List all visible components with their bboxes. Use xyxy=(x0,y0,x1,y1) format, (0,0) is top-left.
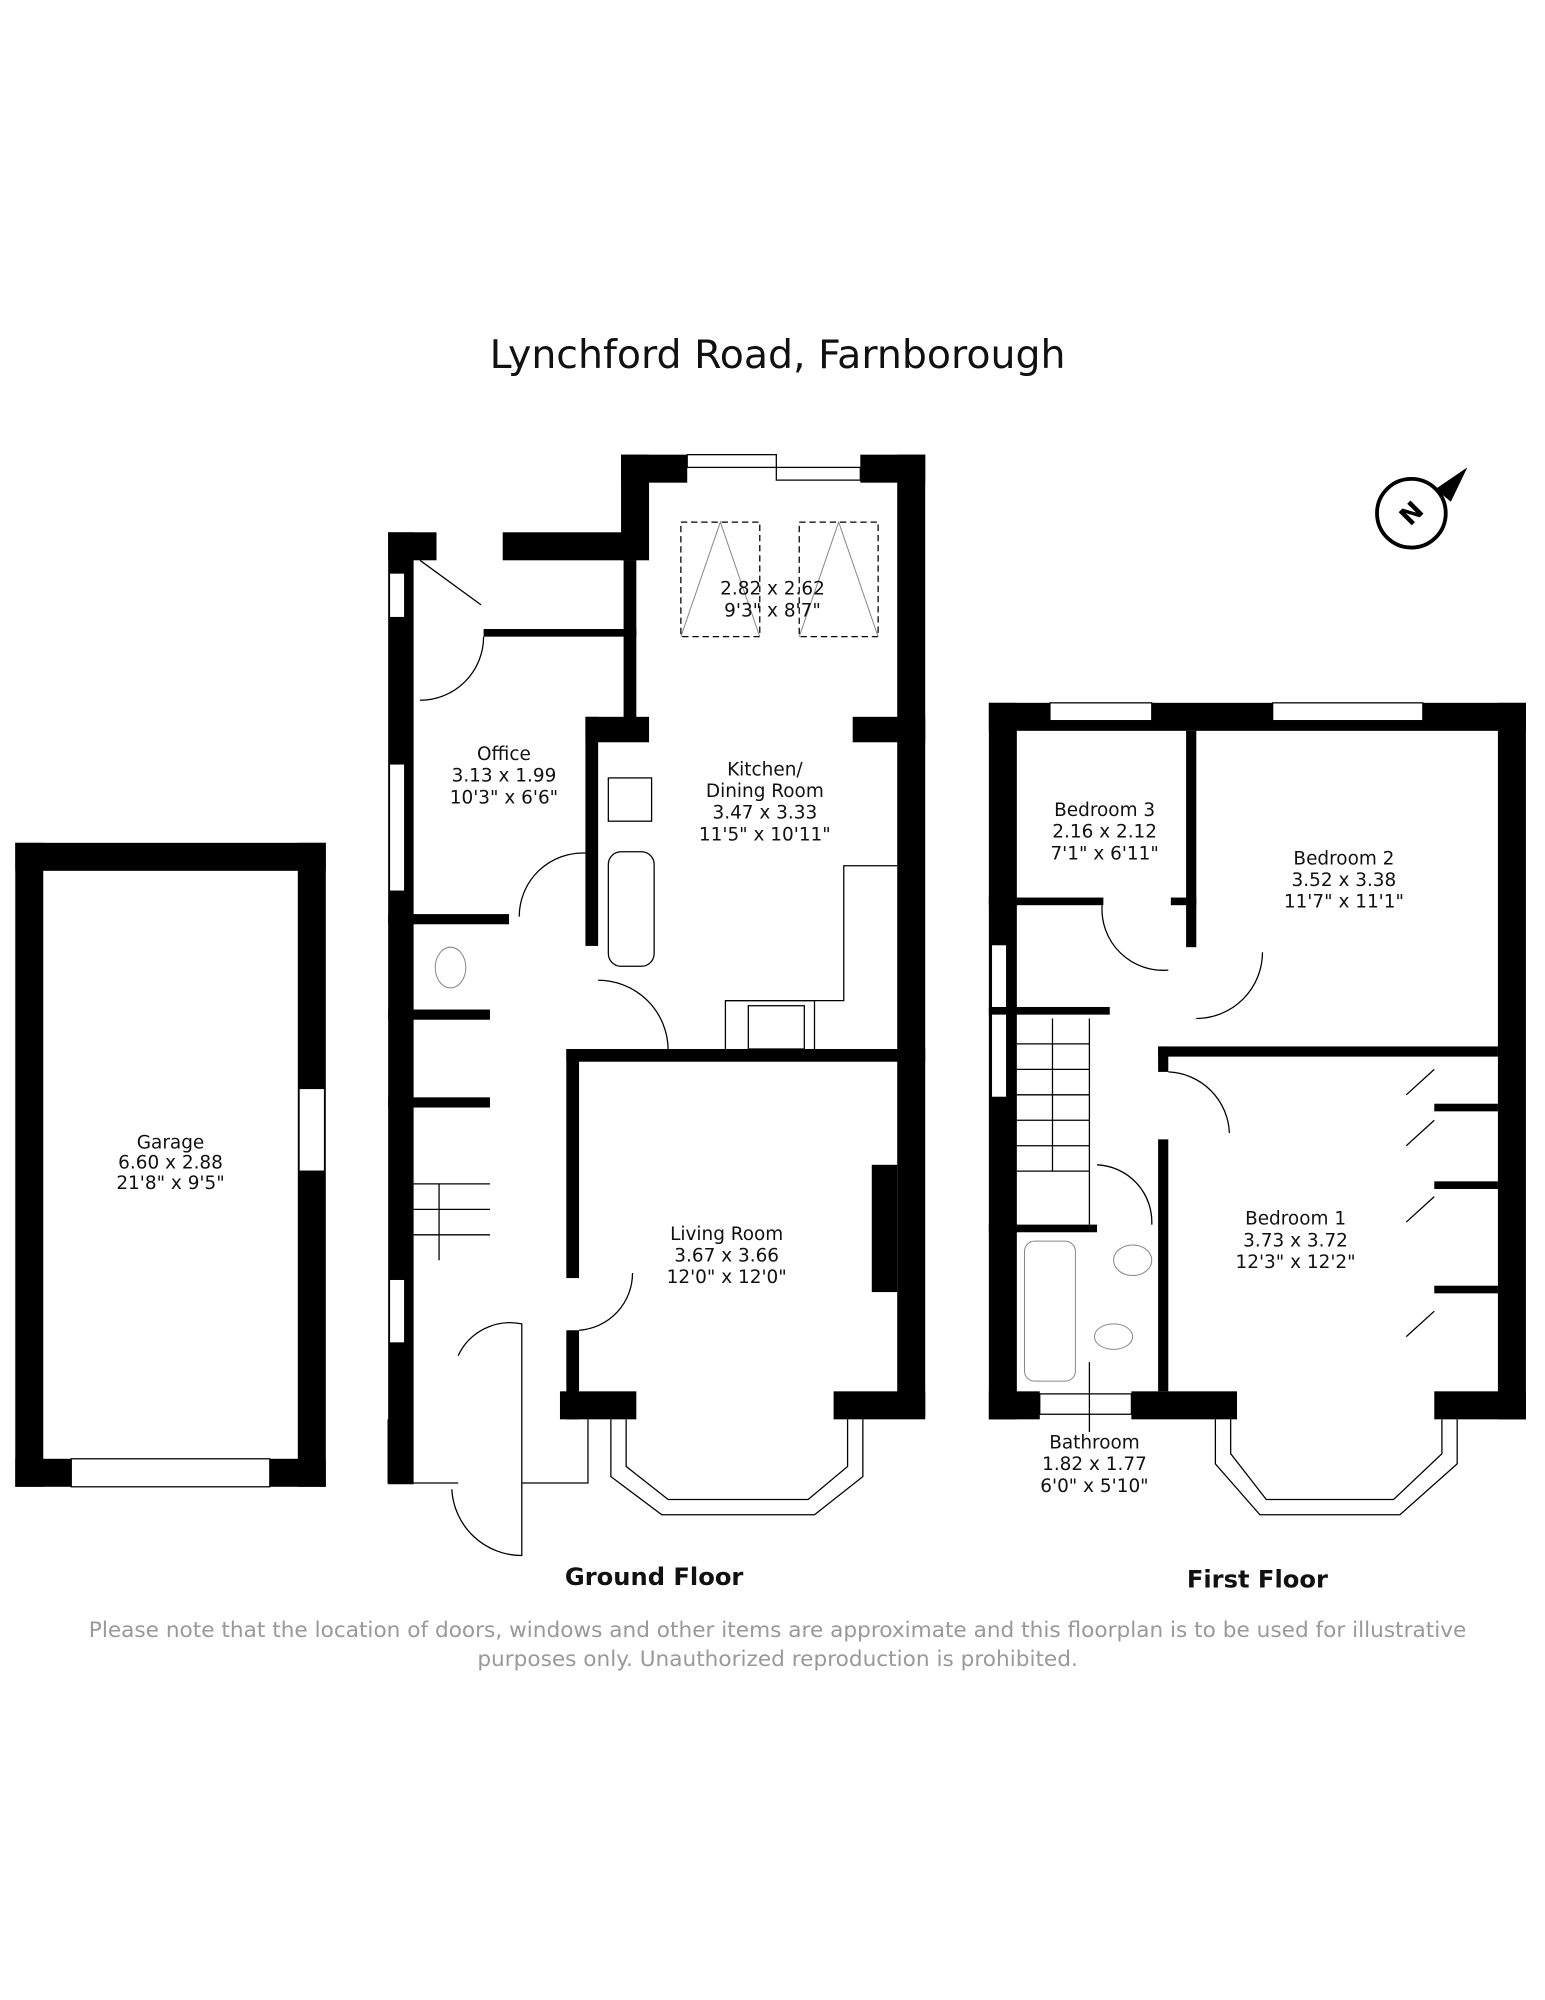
room-name-bathroom: Bathroom xyxy=(1049,1433,1140,1454)
room-imperial-bedroom1: 12'3" x 12'2" xyxy=(1235,1252,1355,1273)
room-imperial-living: 12'0" x 12'0" xyxy=(667,1267,787,1288)
room-metric-bedroom3: 2.16 x 2.12 xyxy=(1052,822,1157,843)
room-name-bedroom2: Bedroom 2 xyxy=(1293,848,1394,869)
room-name-dining: Dining Room xyxy=(706,781,824,802)
room-metric-office: 3.13 x 1.99 xyxy=(452,766,557,787)
room-name-kitchen: Kitchen/ xyxy=(727,759,803,780)
compass-label: N xyxy=(1394,496,1430,532)
room-imperial-bathroom: 6'0" x 5'10" xyxy=(1040,1476,1148,1497)
room-metric-living: 3.67 x 3.66 xyxy=(674,1246,779,1267)
room-imperial-conservatory: 9'3" x 8'7" xyxy=(724,600,821,621)
room-metric-garage: 6.60 x 2.88 xyxy=(118,1153,223,1174)
plan-title: Lynchford Road, Farnborough xyxy=(490,332,1066,378)
room-imperial-office: 10'3" x 6'6" xyxy=(450,787,558,808)
room-imperial-garage: 21'8" x 9'5" xyxy=(116,1173,224,1194)
room-metric-bedroom2: 3.52 x 3.38 xyxy=(1292,870,1397,891)
first-floor-plan: Bedroom 3 2.16 x 2.12 7'1" x 6'11" Bedro… xyxy=(988,702,1526,1516)
room-name-bedroom1: Bedroom 1 xyxy=(1245,1209,1346,1230)
room-metric-bedroom1: 3.73 x 3.72 xyxy=(1243,1230,1348,1251)
first-floor-label: First Floor xyxy=(1187,1565,1328,1593)
room-name-office: Office xyxy=(477,744,531,765)
room-name-garage: Garage xyxy=(137,1132,205,1153)
room-metric-conservatory: 2.82 x 2.62 xyxy=(720,579,825,600)
room-name-living: Living Room xyxy=(670,1224,783,1245)
room-imperial-bedroom3: 7'1" x 6'11" xyxy=(1050,843,1158,864)
north-compass-icon: N xyxy=(1375,467,1468,550)
room-metric-bathroom: 1.82 x 1.77 xyxy=(1042,1454,1147,1475)
ground-floor-plan: Office 3.13 x 1.99 10'3" x 6'6" 2.82 x 2… xyxy=(387,454,926,1557)
room-imperial-bedroom2: 11'7" x 11'1" xyxy=(1284,892,1404,913)
garage: Garage 6.60 x 2.88 21'8" x 9'5" xyxy=(15,842,326,1488)
disclaimer-line-1: Please note that the location of doors, … xyxy=(89,1618,1467,1643)
room-metric-kitchen: 3.47 x 3.33 xyxy=(712,803,817,824)
ground-floor-label: Ground Floor xyxy=(565,1563,744,1591)
room-imperial-kitchen: 11'5" x 10'11" xyxy=(699,824,831,845)
disclaimer-line-2: purposes only. Unauthorized reproduction… xyxy=(477,1647,1078,1672)
room-name-bedroom3: Bedroom 3 xyxy=(1054,800,1155,821)
